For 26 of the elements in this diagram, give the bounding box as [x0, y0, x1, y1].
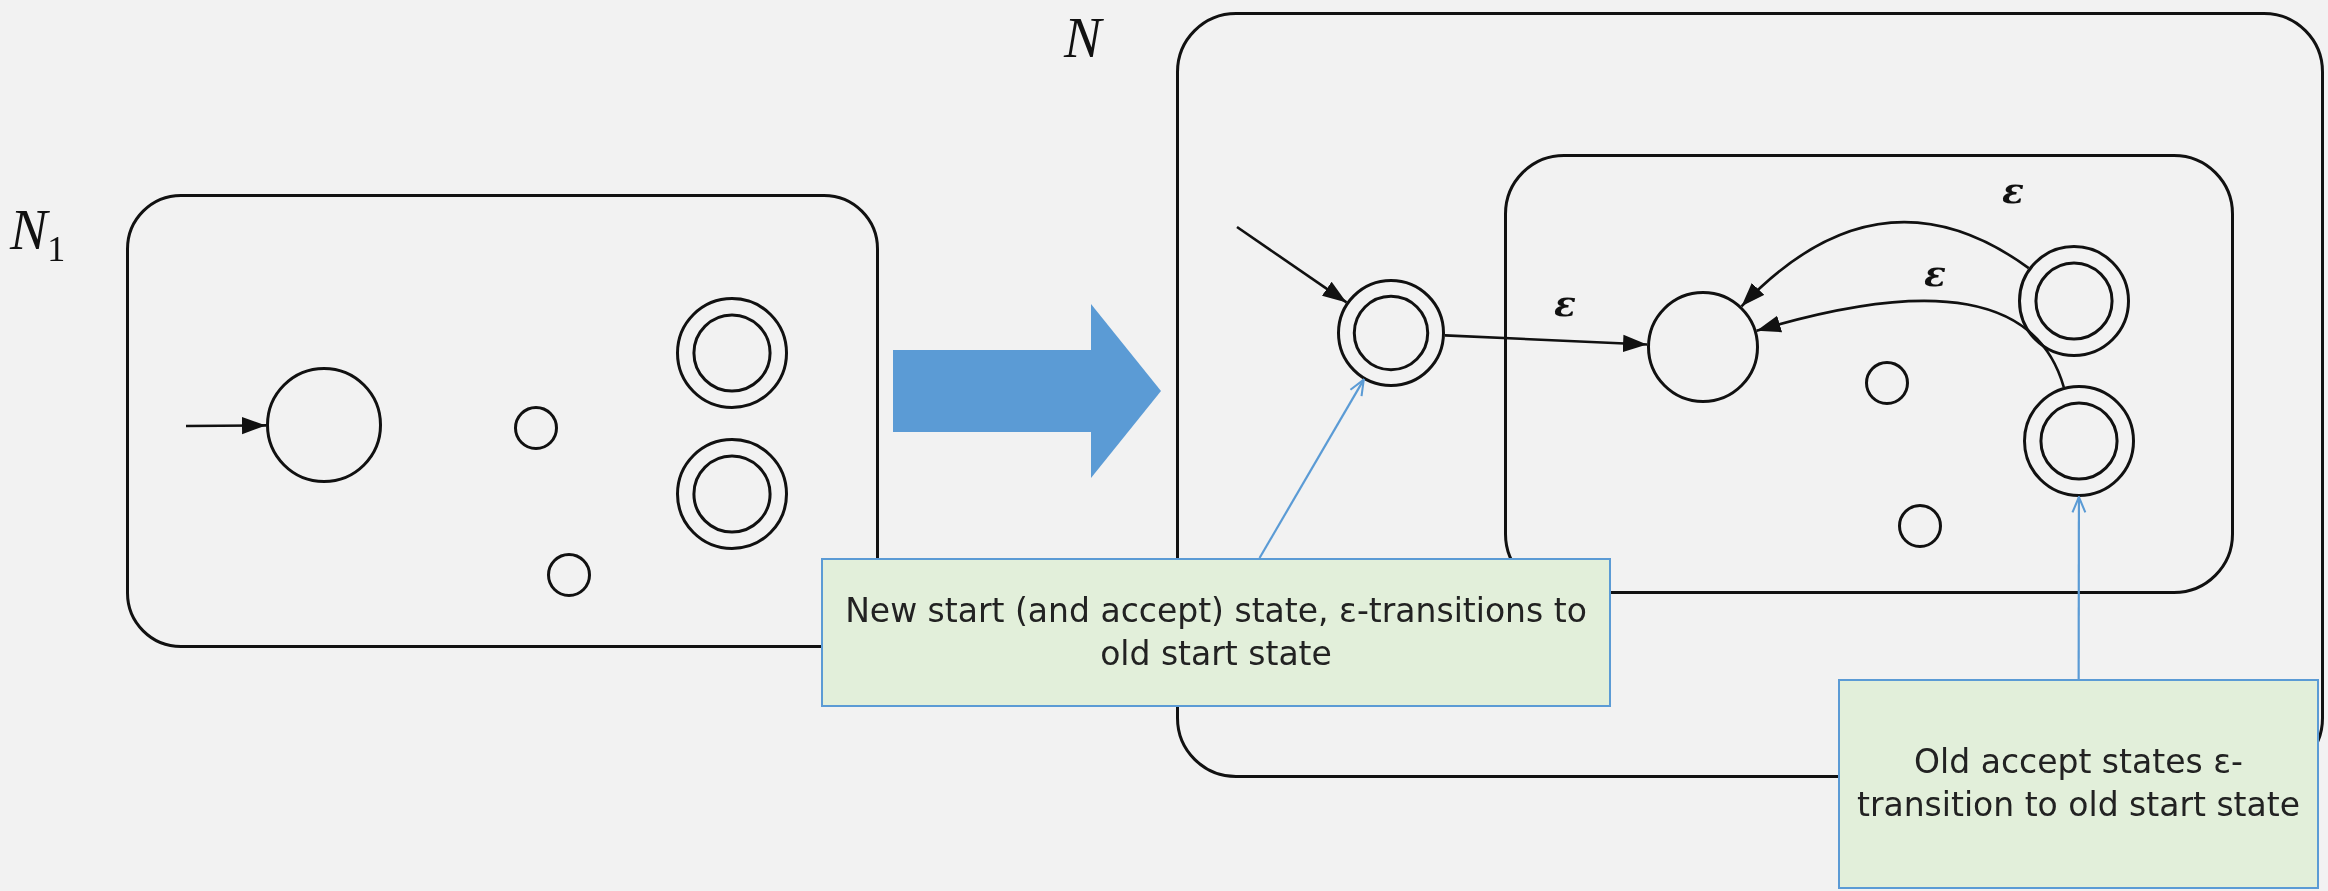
state-circle: [514, 406, 558, 450]
state-circle: [547, 553, 591, 597]
accept-state-circle: [676, 438, 788, 550]
callout-text: New start (and accept) state, ε-transitions to old start state: [844, 589, 1588, 675]
block-arrow: [893, 304, 1161, 478]
accept-state-circle: [2023, 385, 2135, 497]
automaton-box: [1504, 154, 2234, 594]
callout-text: Old accept states ε-transition to old start state: [1856, 741, 2301, 826]
automaton-name: N$_{1}$: [10, 202, 66, 268]
state-circle: [1898, 504, 1942, 548]
accept-state-circle: [676, 297, 788, 409]
automaton-name: N: [1064, 10, 1102, 66]
state-circle: [266, 367, 382, 483]
leader-line: [1258, 378, 1365, 559]
arrow: [1740, 220, 2030, 308]
state-circle: [1865, 361, 1909, 405]
accept-state-circle: [1337, 279, 1445, 387]
arrow: [1236, 225, 1348, 304]
accept-state-circle: [2018, 245, 2130, 357]
state-circle: [1647, 291, 1759, 403]
leader-line: [2071, 495, 2087, 679]
arrow: [186, 417, 266, 435]
arrow: [1444, 334, 1648, 352]
callout-box: [821, 558, 1611, 707]
callout-box: [1838, 679, 2319, 889]
arrow: [1756, 299, 2065, 388]
